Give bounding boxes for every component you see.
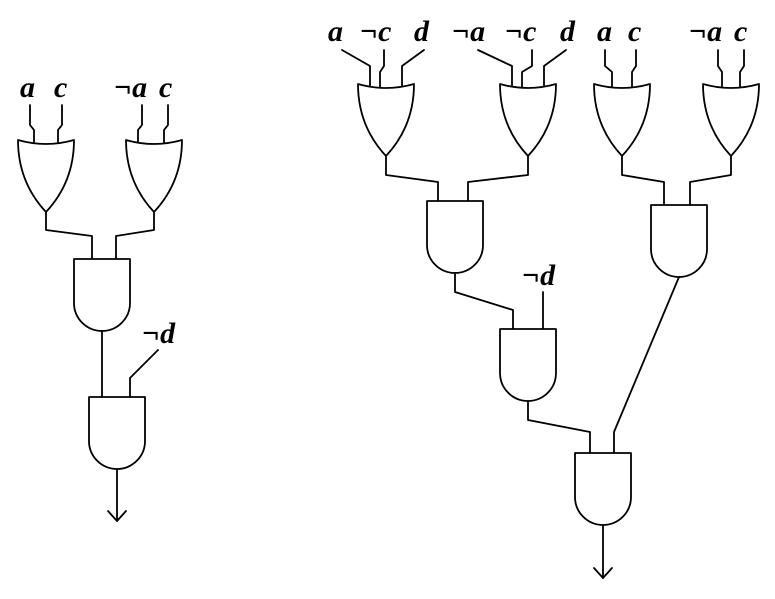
left-wire-a xyxy=(29,104,35,146)
right-wire-or1-and1 xyxy=(385,155,439,202)
left-input-c-2: c xyxy=(159,71,172,104)
right-wire-or2-and1 xyxy=(467,155,529,202)
right-wire-and2-final xyxy=(613,276,680,454)
right-and-gate-3 xyxy=(499,328,557,402)
right-wire-a-2 xyxy=(604,49,613,89)
right-and-gate-1 xyxy=(426,200,484,274)
left-input-c: c xyxy=(54,71,67,104)
left-or-gate-1 xyxy=(17,139,75,213)
left-input-a: a xyxy=(20,71,35,104)
right-wire-not-a-2 xyxy=(717,49,723,89)
right-wire-or4-and2 xyxy=(689,155,732,206)
right-input-d-1: d xyxy=(414,15,430,48)
left-circuit: a c ¬a c ¬d xyxy=(17,71,183,522)
right-input-not-a-1: ¬a xyxy=(452,15,485,48)
right-input-not-a-2: ¬a xyxy=(689,15,722,48)
right-input-not-c-2: ¬c xyxy=(505,15,537,48)
right-or-gate-2 xyxy=(499,83,557,157)
right-wire-and1-and3 xyxy=(454,272,514,330)
right-input-c-1: c xyxy=(628,15,641,48)
right-and-gate-2 xyxy=(650,204,708,278)
right-wire-not-a-1 xyxy=(477,49,513,90)
right-input-not-c-1: ¬c xyxy=(360,15,392,48)
left-wire-not-d xyxy=(129,349,159,398)
right-wire-and3-final xyxy=(527,400,591,454)
right-input-a-2: a xyxy=(597,15,612,48)
right-wire-c-1 xyxy=(631,49,637,89)
left-input-not-d: ¬d xyxy=(142,317,176,350)
right-output-arrow-icon xyxy=(593,567,613,579)
right-wire-not-c-2 xyxy=(521,49,533,89)
right-input-a-1: a xyxy=(328,15,343,48)
right-input-d-2: d xyxy=(560,15,576,48)
right-input-not-d: ¬d xyxy=(522,259,556,292)
right-or-gate-3 xyxy=(593,83,651,157)
left-and-gate-2 xyxy=(88,396,146,470)
right-or-gate-1 xyxy=(357,83,415,157)
left-wire-c xyxy=(57,104,63,146)
left-and-gate-1 xyxy=(73,258,131,332)
right-and-gate-final xyxy=(574,452,632,526)
right-circuit: a ¬c d ¬a ¬c d a c ¬a c ¬d xyxy=(328,15,760,579)
left-wire-or2-and xyxy=(115,211,155,260)
right-wire-or3-and2 xyxy=(621,155,665,206)
right-wire-c-2 xyxy=(739,49,745,89)
left-output-arrow-icon xyxy=(107,510,127,522)
right-or-gate-4 xyxy=(702,83,760,157)
left-wire-not-a xyxy=(137,104,143,146)
right-wire-a-1 xyxy=(341,49,371,90)
right-wire-not-c-1 xyxy=(379,49,385,89)
left-wire-or1-and xyxy=(45,211,93,260)
left-wire-c-2 xyxy=(163,104,169,146)
right-wire-d-1 xyxy=(401,49,425,90)
right-input-c-2: c xyxy=(734,15,747,48)
left-input-not-a: ¬a xyxy=(114,71,147,104)
right-wire-d-2 xyxy=(543,49,567,90)
left-or-gate-2 xyxy=(125,139,183,213)
